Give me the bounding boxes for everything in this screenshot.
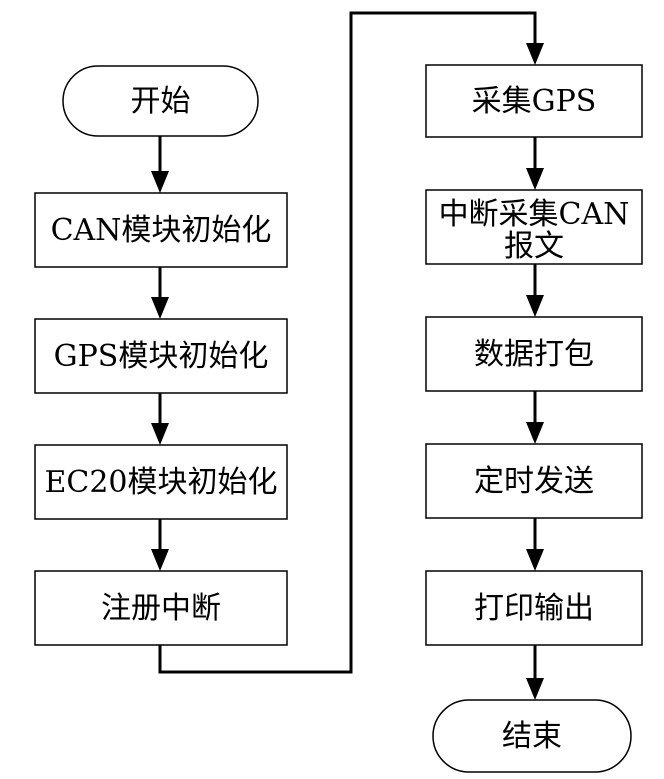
arrowhead-can-init xyxy=(151,171,169,193)
end-label: 结束 xyxy=(502,719,562,754)
data-packing-label: 数据打包 xyxy=(474,337,594,372)
ec20-init-label: EC20模块初始化 xyxy=(44,465,277,500)
connector-left-to-right-column xyxy=(158,11,537,674)
ec20-init-box xyxy=(34,444,288,520)
end-terminal xyxy=(432,699,632,773)
collect-gps-label: 采集GPS xyxy=(472,84,597,119)
interrupt-collect-can-box xyxy=(425,189,643,265)
print-output-box xyxy=(425,570,643,646)
interrupt-collect-can-label-line2: 报文 xyxy=(504,229,564,264)
arrowhead-send xyxy=(526,422,544,444)
data-packing-box xyxy=(425,316,643,392)
timed-send-label: 定时发送 xyxy=(474,464,594,499)
collect-gps-box xyxy=(425,64,643,138)
start-label: 开始 xyxy=(131,84,191,119)
arrowhead-ec20-init xyxy=(151,423,169,445)
register-interrupt-label: 注册中断 xyxy=(101,591,221,626)
can-init-box xyxy=(34,192,288,268)
arrowhead-register xyxy=(151,549,169,571)
print-output-label: 打印输出 xyxy=(474,591,594,626)
timed-send-box xyxy=(425,443,643,519)
can-init-label: CAN模块初始化 xyxy=(51,213,272,248)
arrowhead-gps-init xyxy=(151,297,169,319)
interrupt-collect-can-label-line1: 中断采集CAN xyxy=(439,197,630,232)
arrowhead-end xyxy=(526,678,544,700)
arrowhead-packing xyxy=(526,295,544,317)
arrowhead-collect-gps xyxy=(526,43,544,65)
arrowhead-print xyxy=(526,549,544,571)
gps-init-label: GPS模块初始化 xyxy=(54,339,269,374)
arrowhead-can-collect xyxy=(526,168,544,190)
register-interrupt-box xyxy=(34,570,288,646)
